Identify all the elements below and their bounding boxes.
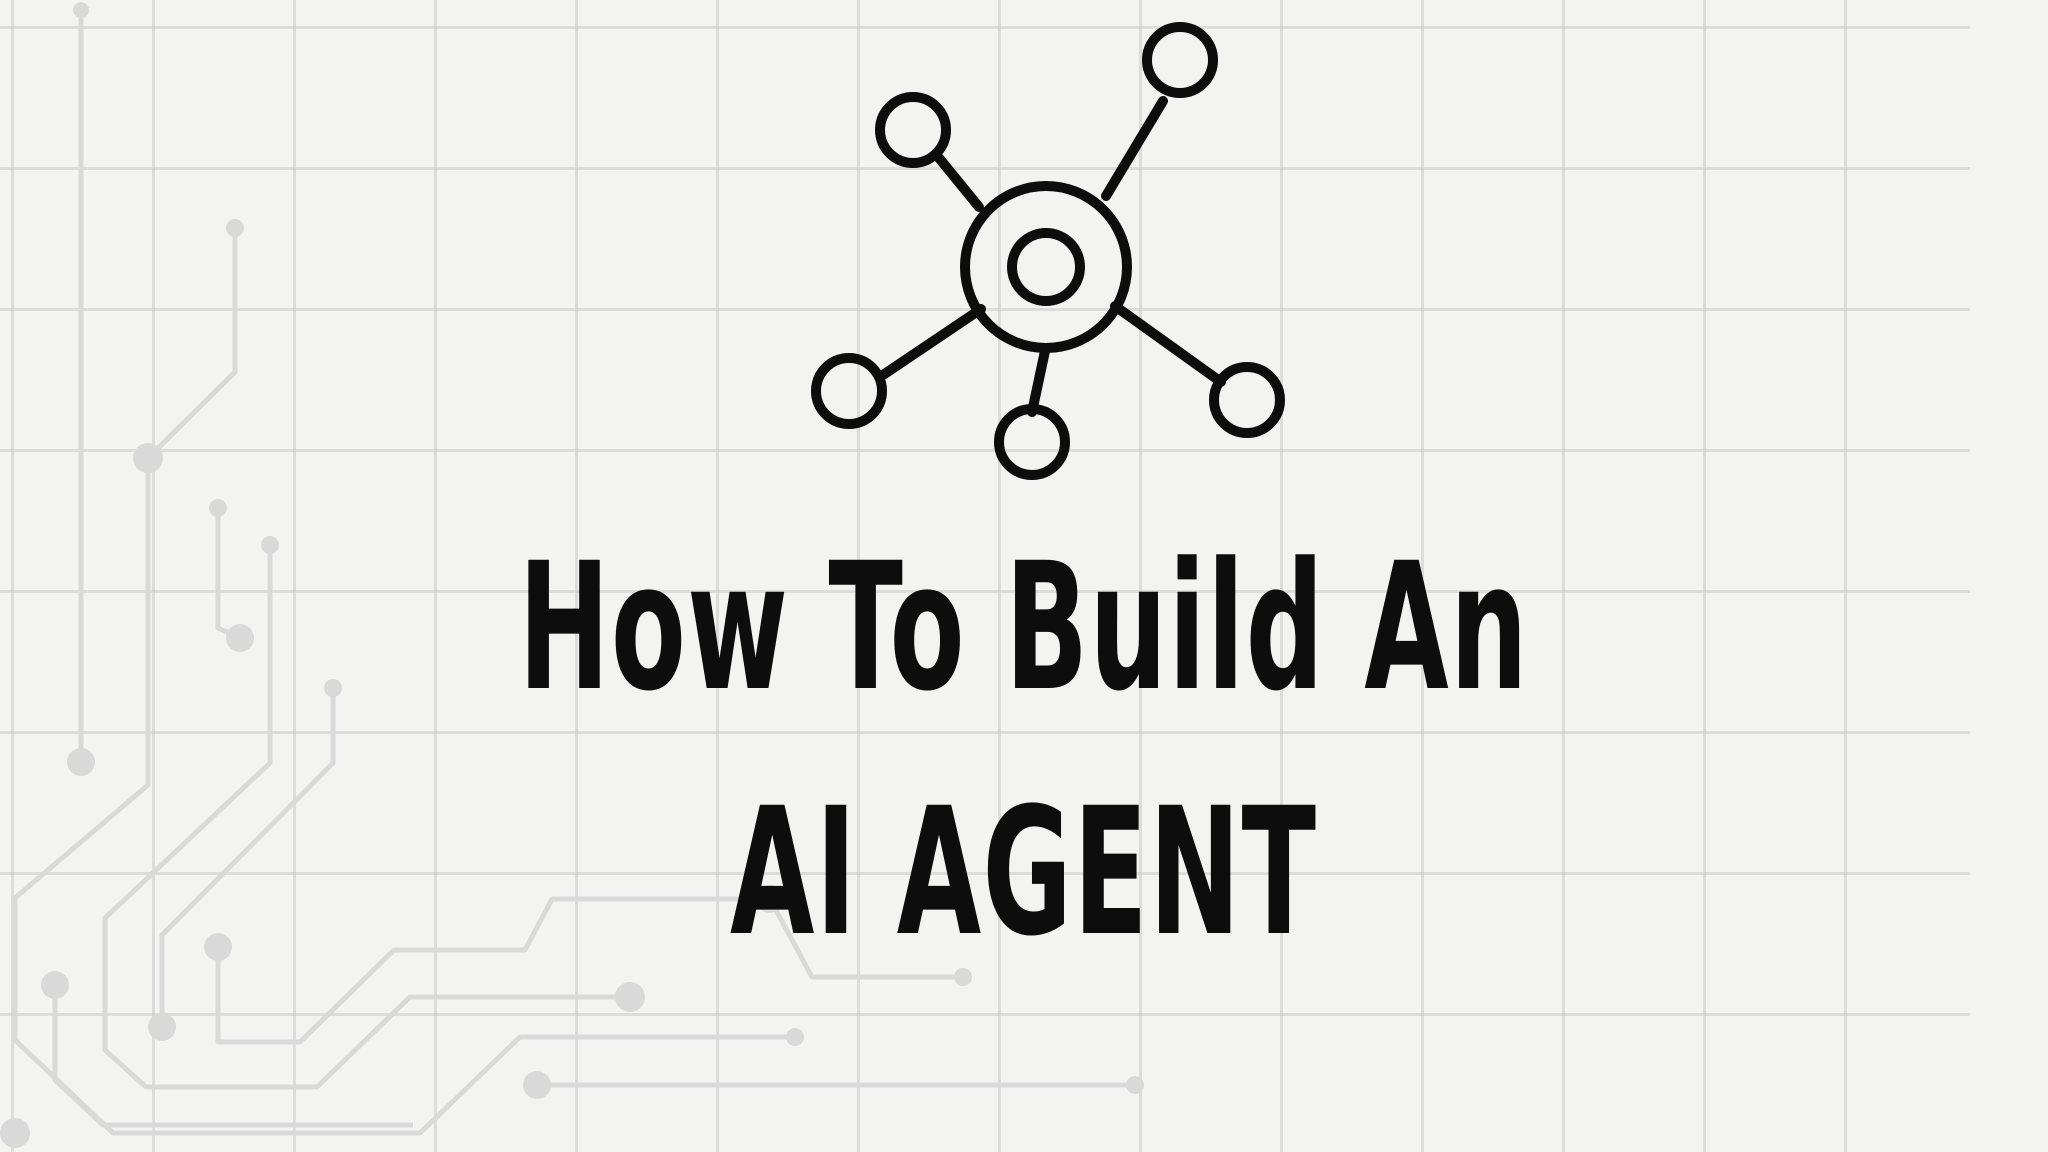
title-line-2: AI AGENT [729, 770, 1318, 975]
page-title: How To Build An AI AGENT [389, 505, 1659, 995]
title-line-1: How To Build An [518, 525, 1529, 730]
grid-edge-fade [1970, 0, 2048, 1152]
network-hub-icon [811, 22, 1285, 480]
